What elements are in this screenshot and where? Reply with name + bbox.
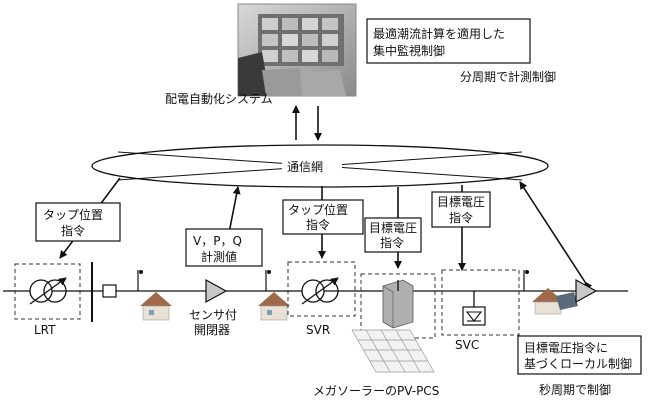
local-desc-line2: 基づくローカル制御: [524, 356, 632, 371]
sensor-switch-icon: [206, 280, 226, 302]
sensor-label-line2: 開閉器: [194, 323, 230, 337]
sensor-label-line1: センサ付: [189, 308, 237, 322]
local-cycle-label: 秒周期で制御: [539, 382, 611, 397]
breaker-icon: [103, 285, 116, 297]
central-cycle-label: 分周期で計測制御: [460, 69, 556, 84]
lrt-cmd-line2: 指令: [61, 223, 85, 238]
control-room-illustration: [238, 4, 356, 96]
local-desc-line1: 目標電圧指令に: [524, 340, 608, 355]
pvpcs-label: メガソーラーのPV-PCS: [313, 384, 439, 398]
lrt-cmd-line1: タップ位置: [43, 207, 103, 222]
link-local-control: [520, 182, 585, 282]
house-icon-1: [138, 270, 172, 320]
svr-cmd-line1: タップ位置: [288, 202, 348, 217]
svc-cmd-line2: 指令: [449, 210, 473, 225]
house-icon-2: [258, 270, 290, 320]
solar-panel-array-icon: [352, 330, 434, 372]
sensor-meas-line2: 計測値: [201, 249, 237, 264]
svc-label: SVC: [455, 338, 479, 352]
lrt-label: LRT: [34, 323, 56, 337]
svr-label: SVR: [306, 323, 330, 337]
central-desc-line1: 最適潮流計算を適用した: [373, 26, 505, 41]
pvpcs-cmd-line1: 目標電圧: [369, 221, 417, 235]
end-sensor-switch-icon: [576, 280, 596, 302]
svc-cmd-line1: 目標電圧: [437, 195, 485, 209]
sensor-meas-line1: V，P，Q: [193, 234, 242, 248]
system-label: 配電自動化システム: [165, 92, 273, 106]
svr-cmd-line2: 指令: [306, 217, 330, 232]
house-icon-3: [524, 270, 578, 314]
central-desc-line2: 集中監視制御: [373, 43, 445, 58]
svc-device-icon: [463, 307, 485, 325]
pvpcs-cmd-line2: 指令: [380, 235, 404, 250]
network-label: 通信網: [287, 160, 323, 174]
